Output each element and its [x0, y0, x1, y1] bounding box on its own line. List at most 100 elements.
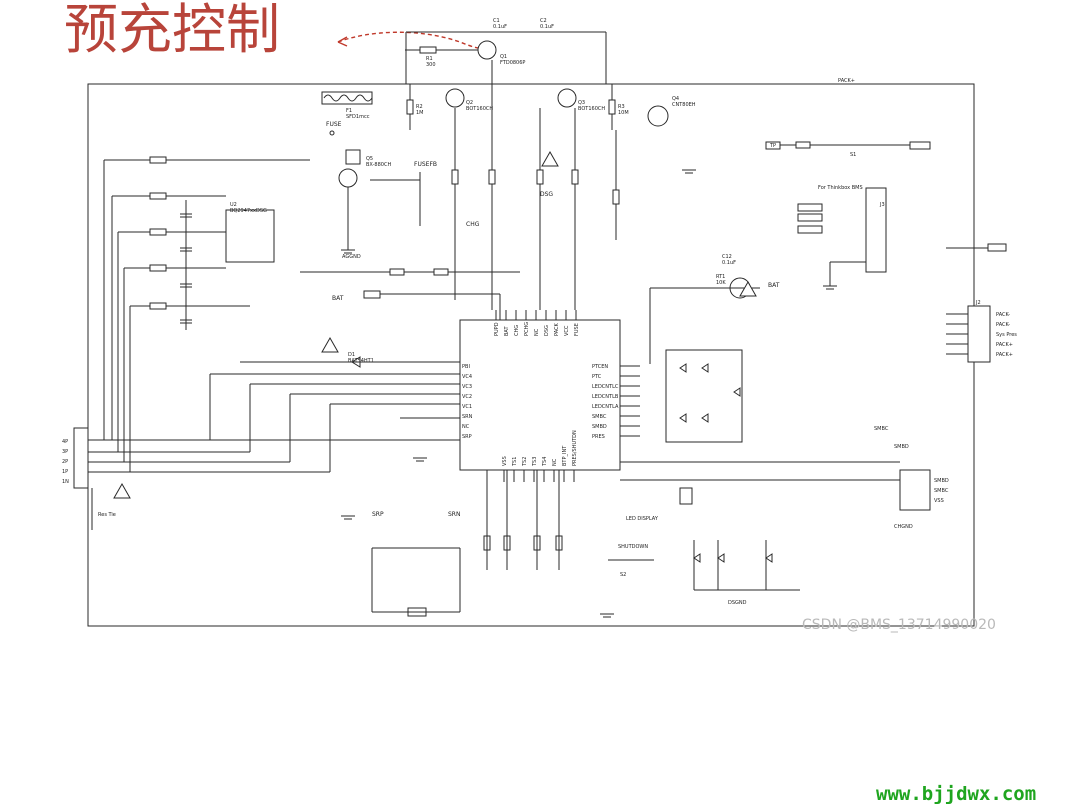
j3-connector [865, 187, 887, 273]
ic-left-pin-label: VC3 [462, 384, 472, 390]
srp-label: SRP [372, 511, 384, 518]
fuse-label: FUSE [326, 121, 342, 128]
flag-smbc [797, 225, 823, 234]
ic-bottom-pin-label: TS4 [542, 457, 548, 467]
cell-connector-pin-label: 2P [62, 459, 68, 465]
u2-filter-caps [180, 200, 192, 330]
fusefb-label: FUSEFB [414, 161, 437, 168]
csdn-watermark: CSDN @BMS_13714990020 [802, 617, 996, 633]
j3-label: J3 [879, 202, 885, 208]
output-connector [967, 305, 991, 363]
smbus-connector-labels: SMBD SMBC VSS [934, 478, 949, 504]
flag-smbd [797, 213, 823, 222]
q2-mosfet [445, 88, 465, 108]
ic-top-pin-label: BAT [504, 326, 510, 336]
ic-left-pin-label: SRN [462, 414, 473, 420]
cell-connector-pin-label: 1P [62, 469, 68, 475]
q5-mosfet [338, 168, 358, 188]
precharge-title: 预充控制 [64, 0, 280, 61]
left-resistor-ladder [103, 156, 310, 472]
fuse-f1-element [323, 94, 373, 102]
ic-left-pin-label: SRP [462, 434, 472, 440]
resistor-r20 [795, 141, 811, 149]
main-gauge-ic [459, 319, 621, 471]
ic-top-pin-label: NC [534, 328, 540, 336]
resistor-r3 [608, 99, 616, 115]
tp-label: TP [769, 143, 776, 149]
ic-top-pin-label: PACK [554, 322, 560, 336]
precharge-arrowhead [337, 36, 348, 47]
ic-top-pin-label: VCC [564, 325, 570, 336]
resistor-r7 [451, 169, 459, 185]
resistor-r16 [389, 268, 405, 276]
thinkbox-label: For Thinkbox BMS [818, 185, 863, 191]
resistor-r8 [488, 169, 496, 185]
ic-right-pin-label: SMBD [592, 424, 607, 430]
ic-bottom-pin-label: NC [552, 458, 558, 466]
esd-diodes [693, 540, 800, 591]
fuse-testpoint [329, 130, 335, 136]
bat-flag [363, 290, 381, 299]
output-pin-label: PACK- [996, 322, 1010, 328]
resistor-r1 [419, 46, 437, 54]
smbus-pin-label: SMBC [934, 488, 949, 494]
ic-right-pin-label: LEDCNTLA [592, 404, 619, 410]
ic-bottom-pin-label: BTP_INT [562, 445, 568, 466]
ic-left-pin-label: VC4 [462, 374, 472, 380]
smbus-pin-label: SMBD [934, 478, 949, 484]
led-display-label: LED DISPLAY [626, 516, 659, 522]
output-pin-label: PACK+ [996, 342, 1013, 348]
flag-dsg [797, 203, 823, 212]
s1-label: S1 [850, 152, 856, 158]
q1-mosfet [477, 40, 497, 60]
cell-connector-pin-label: 1N [62, 479, 69, 485]
smbus-pin-label: VSS [934, 498, 944, 504]
ic-right-pin-label: PRES [592, 434, 605, 440]
thermistor-row [483, 470, 563, 570]
resistor-r10 [571, 169, 579, 185]
ic-right-pin-label: SMBC [592, 414, 607, 420]
vc-sense-lines [86, 373, 460, 473]
aggnd-label: AGGND [342, 254, 361, 260]
ic-top-pin-label: PUPD [494, 322, 500, 336]
q3-mosfet [557, 88, 577, 108]
q5-package [345, 149, 361, 165]
resistor-r17 [433, 268, 449, 276]
q4-mosfet [647, 105, 669, 127]
output-pin-label: PACK+ [996, 352, 1013, 358]
shutdown-label: SHUTDOWN [618, 544, 648, 550]
ic-bottom-pin-label: VSS [502, 456, 508, 466]
smbus-connector [899, 469, 931, 511]
site-url: www.bjjdwx.com [876, 783, 1036, 805]
cell-connector-pin-label: 4P [62, 439, 68, 445]
dsgnd-label: DSGND [728, 600, 747, 606]
ic-top-pin-label: PCHG [524, 322, 530, 336]
ic-bottom-pin-label: TS1 [512, 457, 518, 467]
dsg-label: DSG [540, 191, 553, 198]
bat-net-label: BAT [332, 295, 344, 302]
smbd-top-label: SMBD [894, 444, 909, 450]
ic-bottom-pin-label: TS2 [522, 457, 528, 467]
ic-left-pin-label: VC1 [462, 404, 472, 410]
s2-label: S2 [620, 572, 626, 578]
ic-right-pin-label: PTCEN [592, 364, 608, 370]
ic-top-pin-label: FUSE [574, 323, 580, 336]
srn-label: SRN [448, 511, 460, 518]
ic-right-pins: PTCENPTCLEDCNTLCLEDCNTLBLEDCNTLASMBCSMBD… [592, 364, 640, 440]
pack-minus-flag [909, 141, 931, 150]
ic-top-pin-label: DSG [544, 325, 550, 336]
